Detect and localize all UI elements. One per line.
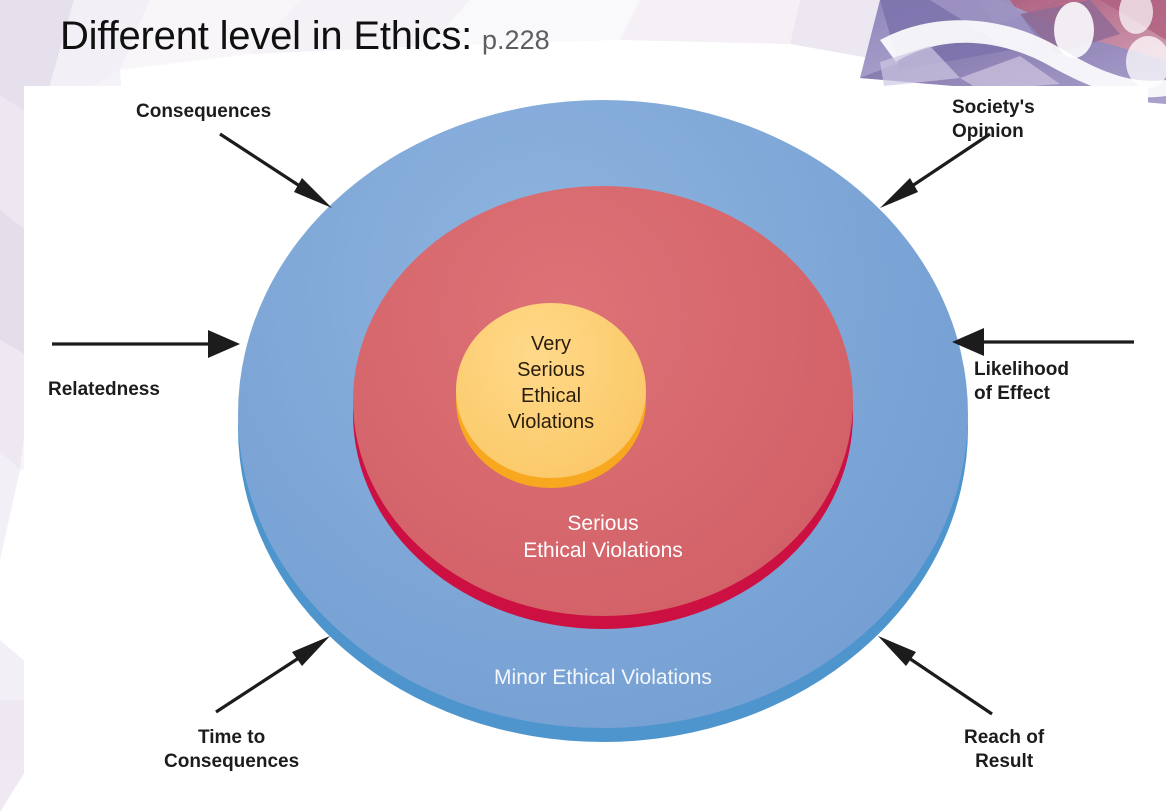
callout-label-reach-of-result: Reach of Result <box>964 727 1045 772</box>
page-title-page-reference: p.228 <box>482 25 550 55</box>
callout-label-societys-opinion: Society's Opinion <box>952 97 1035 142</box>
page-title-main: Different level in Ethics: <box>60 14 473 58</box>
arrow-consequences <box>219 132 332 208</box>
page-title: Different level in Ethics: p.228 <box>60 14 550 74</box>
callout-label-time-to-consequences: Time to Consequences <box>164 727 300 772</box>
callout-label-likelihood-of-effect: Likelihood of Effect <box>974 359 1069 404</box>
arrow-time-to-consequences <box>215 636 330 714</box>
inner-ring-very-serious-violations[interactable] <box>456 303 646 478</box>
arrow-societys-opinion <box>880 132 991 208</box>
callout-label-consequences: Consequences <box>136 101 272 122</box>
arrow-reach-of-result <box>878 636 993 716</box>
arrow-likelihood-of-effect <box>952 328 1134 356</box>
callout-label-relatedness: Relatedness <box>48 379 160 400</box>
arrow-relatedness <box>52 330 240 358</box>
ethics-levels-diagram: Very Serious Ethical Violations Serious … <box>24 86 1148 812</box>
